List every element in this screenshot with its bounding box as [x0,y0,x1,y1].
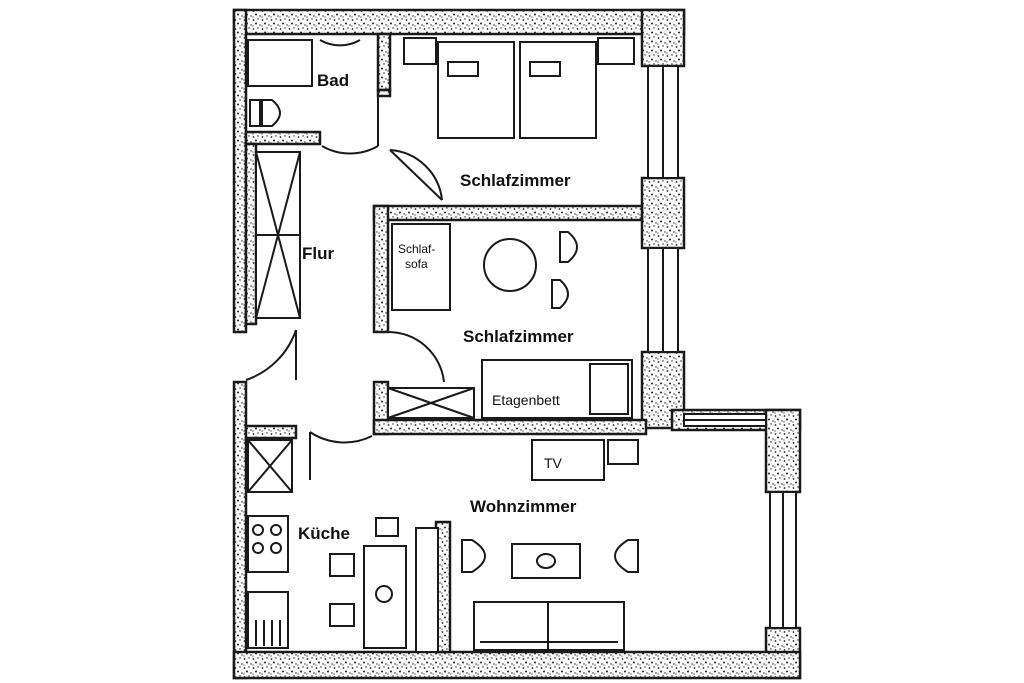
nightstand [403,37,437,65]
windows [647,65,797,629]
chair [375,517,399,537]
bedroom-2-furniture [387,223,633,419]
chair [329,553,355,577]
armchair [614,539,639,573]
bedroom-1-furniture [403,37,635,139]
bathtub [247,39,313,87]
sofa-bed-label-line2: sofa [405,257,428,271]
side-table [607,439,639,465]
room-label-living-room: Wohnzimmer [470,497,577,516]
sofa-bed-label-line1: Schlaf- [398,242,435,256]
armchair [461,539,486,573]
living-room-furniture [461,439,639,651]
sofa-bed [391,223,451,311]
room-label-bathroom: Bad [317,71,349,90]
nightstand [597,37,635,65]
counter [415,527,439,653]
tv-label: TV [544,455,563,471]
chair [551,279,569,309]
bed [437,41,515,139]
doors [245,39,445,480]
room-label-bedroom-1: Schlafzimmer [460,171,571,190]
bunk-bed-label: Etagenbett [492,392,560,408]
interior-walls [244,32,648,654]
bathroom-fixtures [247,39,313,127]
chair [329,603,355,627]
round-table [483,238,537,292]
kitchen-furniture [247,439,439,653]
room-label-bedroom-2: Schlafzimmer [463,327,574,346]
room-label-hallway: Flur [302,244,334,263]
toilet [261,99,281,127]
bed [519,41,597,139]
chair [559,231,578,263]
hallway-closet [255,151,301,319]
tv-stand [531,439,605,481]
sink [247,591,289,649]
room-label-kitchen: Küche [298,524,350,543]
